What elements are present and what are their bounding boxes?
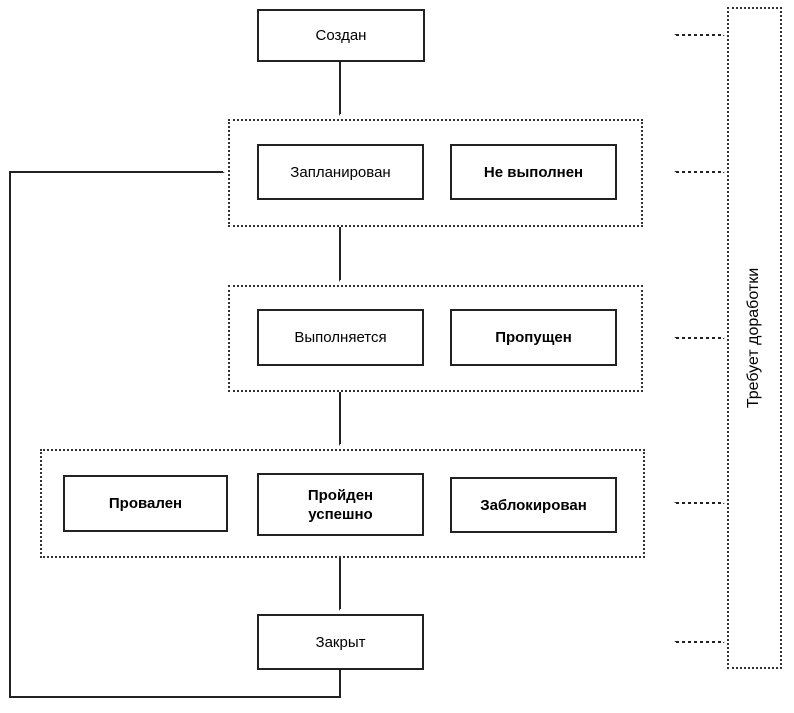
node-created: Создан	[257, 9, 425, 62]
node-blocked: Заблокирован	[450, 477, 617, 533]
node-in-progress: Выполняется	[257, 309, 424, 366]
node-failed: Провален	[63, 475, 228, 532]
node-skipped-label: Пропущен	[495, 329, 572, 346]
node-created-label: Создан	[315, 27, 367, 44]
node-planned-label: Запланирован	[290, 163, 391, 181]
node-skipped: Пропущен	[450, 309, 617, 366]
node-not-executed-label: Не выполнен	[483, 163, 584, 181]
rework-label-text: Требует доработки	[745, 267, 763, 409]
node-closed: Закрыт	[257, 614, 424, 670]
rework-label: Требует доработки	[727, 7, 782, 669]
node-passed: Пройден успешно	[257, 473, 424, 536]
node-in-progress-label: Выполняется	[294, 329, 387, 346]
node-not-executed: Не выполнен	[450, 144, 617, 200]
node-planned: Запланирован	[257, 144, 424, 200]
node-blocked-label: Заблокирован	[480, 496, 587, 514]
node-failed-label: Провален	[108, 495, 183, 512]
group-rework-state	[727, 7, 782, 669]
node-passed-label: Пройден успешно	[307, 486, 374, 523]
node-closed-label: Закрыт	[315, 633, 366, 651]
